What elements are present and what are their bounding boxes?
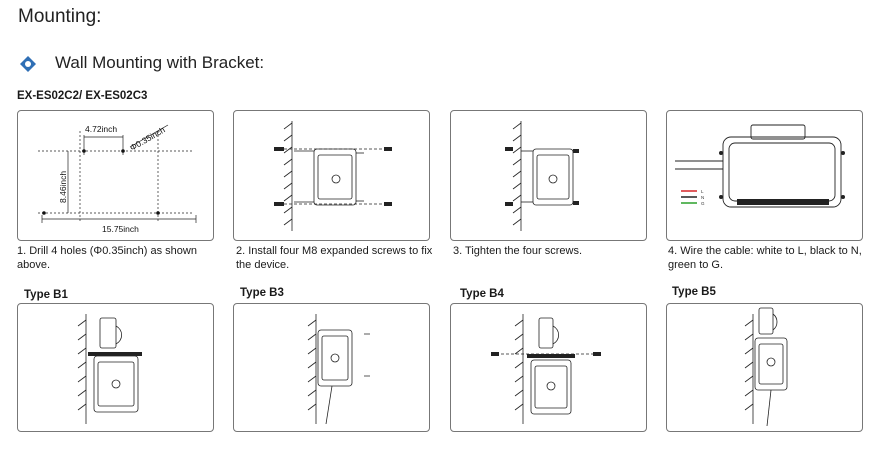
page-title: Mounting: <box>18 6 102 27</box>
dim-4-72: 4.72inch <box>85 124 117 134</box>
drill-template-diagram: 4.72inch Φ0.35inch 8.46inch 15.75inch <box>38 124 197 234</box>
dim-15-75: 15.75inch <box>102 224 139 234</box>
wall-hatching <box>283 122 293 226</box>
install-screws-panel <box>233 110 430 241</box>
install-screws-diagram <box>274 121 394 231</box>
type-b3-diagram <box>307 314 370 425</box>
type-b4-diagram <box>491 314 601 424</box>
step-caption-3: 3. Tighten the four screws. <box>453 245 583 257</box>
dim-8-46: 8.46inch <box>58 171 68 203</box>
type-b5-diagram <box>744 307 788 427</box>
drill-template-panel: 4.72inch Φ0.35inch 8.46inch 15.75inch <box>17 110 214 241</box>
type-b4-panel <box>450 303 647 432</box>
type-b3-panel <box>233 303 430 432</box>
step-caption-2: 2. Install four M8 expanded screws to fi… <box>236 245 433 271</box>
section-title: Wall Mounting with Bracket: <box>55 53 265 72</box>
type-b1-panel <box>17 303 214 432</box>
type-label-b3: Type B3 <box>240 287 284 299</box>
type-label-b4: Type B4 <box>460 288 504 300</box>
legend-g: G <box>701 201 705 206</box>
type-b1-diagram <box>77 314 142 424</box>
step-caption-1: 1. Drill 4 holes (Φ0.35inch) as shown ab… <box>17 245 197 271</box>
tighten-screws-panel <box>450 110 647 241</box>
step-caption-4: 4. Wire the cable: white to L, black to … <box>668 245 862 271</box>
model-label: EX-ES02C2/ EX-ES02C3 <box>17 90 148 102</box>
diamond-bullet-icon <box>20 56 36 72</box>
wiring-panel: L N G <box>666 110 863 241</box>
legend-l: L <box>701 189 704 194</box>
type-label-b5: Type B5 <box>672 286 716 298</box>
tighten-screws-diagram <box>505 121 579 231</box>
type-b5-panel <box>666 303 863 432</box>
dim-hole: Φ0.35inch <box>128 124 167 152</box>
legend-n: N <box>701 195 704 200</box>
type-label-b1: Type B1 <box>24 289 68 301</box>
wiring-diagram: L N G <box>675 124 845 208</box>
hole-markers <box>42 149 160 215</box>
